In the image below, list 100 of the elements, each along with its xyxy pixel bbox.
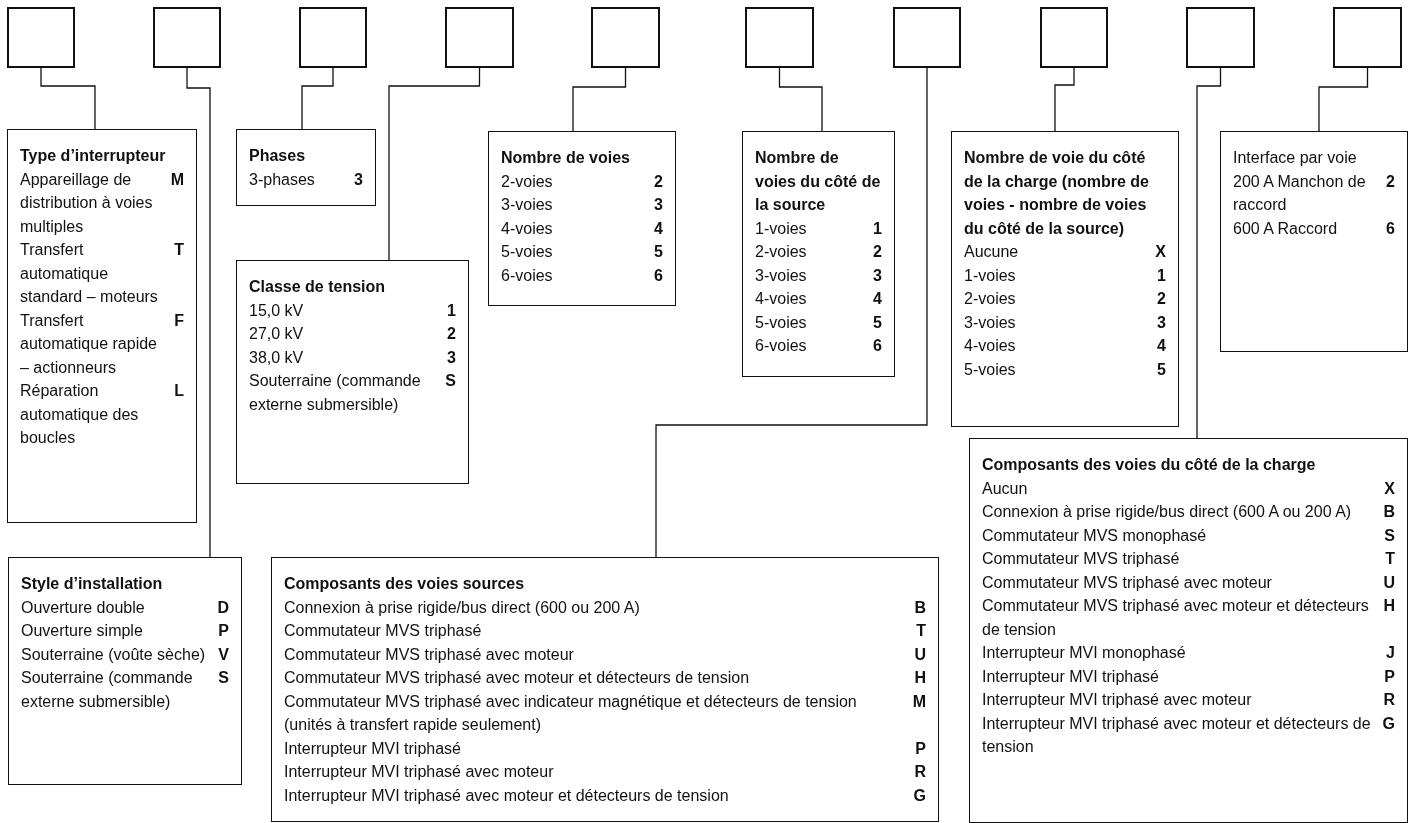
- option-label: 2-voies: [964, 289, 1017, 309]
- box-outline: [1333, 7, 1402, 68]
- option-label: Ouverture simple: [21, 621, 144, 641]
- option-label: Transfert automatique standard – moteurs: [20, 240, 159, 307]
- option-label: Commutateur MVS triphasé avec moteur et détecteurs de tension: [284, 668, 751, 688]
- option-label: Souterraine (commande externe submersible): [249, 371, 422, 415]
- leader-line: [388, 67, 481, 261]
- option-label: Souterraine (commande externe submersible): [21, 668, 194, 712]
- leader-line: [186, 67, 211, 558]
- leader-line: [1318, 67, 1369, 132]
- option-code: M: [170, 169, 184, 190]
- option-label: Interrupteur MVI monophasé: [982, 643, 1187, 663]
- option-code: 2: [873, 242, 882, 262]
- option-label: Transfert automatique rapide – actionneurs: [20, 310, 158, 378]
- option-code: 1: [873, 218, 882, 239]
- option-code: 2: [1156, 289, 1166, 309]
- option-label: 1-voies: [755, 218, 808, 239]
- option-label: 15,0 kV: [249, 300, 305, 321]
- option-label: 4-voies: [964, 336, 1017, 356]
- option-code: 1: [1156, 265, 1166, 286]
- option-code: T: [915, 621, 926, 641]
- box-heading: Composants des voies sources: [284, 574, 526, 594]
- option-code: 5: [1156, 359, 1166, 380]
- leader-line: [40, 67, 96, 130]
- box-heading: Phases: [249, 146, 307, 166]
- box-heading: Interface par voie: [1233, 148, 1358, 168]
- option-code: 3: [654, 195, 663, 215]
- option-code: R: [1382, 690, 1395, 710]
- option-code: U: [1382, 572, 1395, 593]
- box-outline: [1186, 7, 1255, 68]
- box-outline: [1040, 7, 1108, 68]
- option-label: 4-voies: [501, 218, 554, 239]
- box-heading: Composants des voies du côté de la charge: [982, 455, 1317, 475]
- box-heading: Type d’interrupteur: [20, 146, 167, 166]
- option-code: H: [913, 668, 926, 688]
- box-heading: Nombre de voies du côté de la source: [755, 148, 882, 215]
- box-outline: [299, 7, 367, 68]
- option-code: P: [1383, 666, 1395, 687]
- leader-line: [778, 67, 823, 132]
- option-label: Interrupteur MVI triphasé avec moteur: [284, 762, 555, 782]
- option-label: Connexion à prise rigide/bus direct (600 A ou 200 A): [982, 502, 1353, 522]
- option-code: 4: [873, 289, 882, 309]
- option-label: 3-voies: [964, 312, 1017, 333]
- option-code: 4: [654, 218, 663, 239]
- option-code: M: [912, 691, 926, 712]
- option-label: Interrupteur MVI triphasé: [284, 738, 462, 759]
- option-label: Aucune: [964, 242, 1020, 262]
- option-code: 5: [654, 242, 663, 262]
- option-label: 38,0 kV: [249, 347, 305, 368]
- box-outline: [591, 7, 660, 68]
- option-code: 6: [1386, 218, 1395, 239]
- option-code: 6: [654, 265, 663, 286]
- option-code: T: [1384, 549, 1395, 569]
- option-label: 3-voies: [755, 265, 808, 286]
- option-label: 3-phases: [249, 169, 316, 190]
- box-outline: [153, 7, 221, 68]
- leader-line: [1054, 67, 1075, 132]
- option-box: [271, 557, 939, 822]
- option-code: U: [913, 644, 926, 665]
- option-code: H: [1382, 596, 1395, 616]
- option-box: [969, 438, 1408, 823]
- option-code: V: [217, 644, 229, 665]
- option-label: Interrupteur MVI triphasé avec moteur et détecteurs de tension: [284, 785, 730, 806]
- option-label: Interrupteur MVI triphasé avec moteur: [982, 690, 1253, 710]
- box-outline: [893, 7, 961, 68]
- option-code: R: [913, 762, 926, 782]
- option-label: Commutateur MVS triphasé avec moteur et détecteurs de tension: [982, 596, 1370, 640]
- option-label: 5-voies: [964, 359, 1017, 380]
- option-code: G: [912, 785, 926, 806]
- option-code: 4: [1156, 336, 1166, 356]
- option-label: 6-voies: [501, 265, 554, 286]
- option-code: 2: [1386, 171, 1395, 192]
- option-label: Réparation automatique des boucles: [20, 381, 140, 448]
- option-code: 3: [873, 265, 882, 286]
- option-code: S: [1383, 525, 1395, 546]
- option-label: Commutateur MVS triphasé: [982, 549, 1181, 569]
- option-label: Interrupteur MVI triphasé avec moteur et détecteurs de tension: [982, 713, 1372, 757]
- option-code: B: [1382, 502, 1395, 522]
- option-box: [951, 131, 1179, 427]
- option-code: L: [173, 381, 184, 401]
- option-label: 2-voies: [755, 242, 808, 262]
- option-label: 27,0 kV: [249, 324, 305, 344]
- option-label: Aucun: [982, 478, 1029, 499]
- option-code: G: [1382, 713, 1395, 734]
- option-box: [7, 129, 197, 523]
- option-code: S: [217, 668, 229, 688]
- option-label: 600 A Raccord: [1233, 218, 1339, 239]
- option-label: 1-voies: [964, 265, 1017, 286]
- option-code: 6: [873, 336, 882, 356]
- option-code: F: [173, 310, 184, 331]
- box-outline: [445, 7, 514, 68]
- box-outline: [745, 7, 814, 68]
- option-label: Commutateur MVS triphasé avec indicateur magnétique et détecteurs de tension (unités à transfert rapide seulement): [284, 691, 858, 735]
- option-box: [236, 260, 469, 484]
- option-code: 3: [1156, 312, 1166, 333]
- option-label: Ouverture double: [21, 597, 146, 618]
- leader-line: [572, 67, 627, 132]
- option-label: Commutateur MVS triphasé avec moteur: [284, 644, 575, 665]
- option-box: [8, 557, 242, 785]
- option-label: 6-voies: [755, 336, 808, 356]
